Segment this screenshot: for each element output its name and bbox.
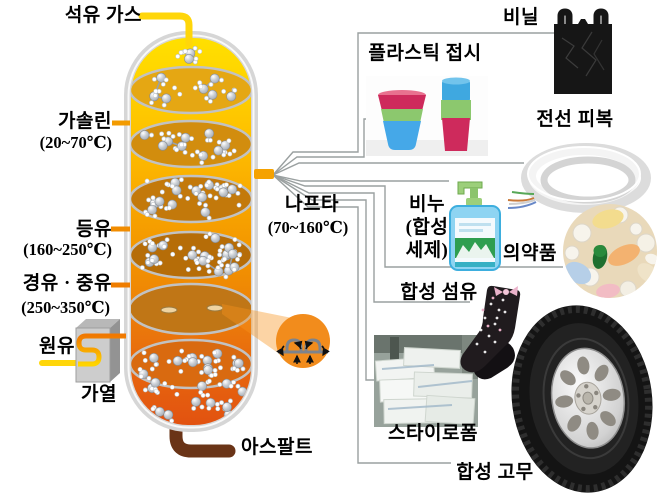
label-heating: 가열 bbox=[81, 384, 117, 405]
tray-bubble-cap bbox=[131, 282, 251, 336]
connector-wire-coating bbox=[272, 162, 524, 176]
label-naphtha: 나프타 bbox=[285, 194, 339, 215]
label-diesel-heavy: 경유 · 중유 bbox=[22, 273, 112, 294]
label-kerosene-temp: (160~250℃) bbox=[23, 240, 112, 259]
label-asphalt: 아스팔트 bbox=[241, 437, 313, 458]
label-petroleum-gas: 석유 가스 bbox=[64, 5, 142, 26]
label-soap-line3: 세제) bbox=[405, 240, 449, 261]
soap-bottle-image bbox=[449, 181, 501, 271]
vinyl-bag-image bbox=[554, 8, 612, 94]
synthetic-fiber-sock-image bbox=[460, 285, 521, 380]
connector-styrofoam bbox=[272, 174, 376, 381]
medicine-image bbox=[563, 204, 657, 298]
label-crude-oil: 원유 bbox=[39, 336, 75, 357]
label-wire-coating: 전선 피복 bbox=[536, 109, 614, 130]
connector-medicine bbox=[272, 174, 563, 268]
connector-soap bbox=[272, 174, 449, 182]
bubble-cap-inset bbox=[222, 304, 330, 368]
heater-box bbox=[75, 319, 126, 383]
heater-coil-pipe bbox=[76, 333, 126, 367]
synthetic-rubber-tire-image bbox=[511, 305, 653, 493]
connector-synthetic-rubber bbox=[272, 174, 451, 464]
label-soap-line2: (합성 bbox=[405, 217, 449, 238]
label-medicine: 의약품 bbox=[503, 243, 557, 264]
connector-vinyl bbox=[272, 32, 554, 176]
label-styrofoam: 스타이로폼 bbox=[388, 423, 478, 444]
label-vinyl: 비닐 bbox=[503, 7, 539, 28]
molecule-decorations bbox=[137, 45, 248, 424]
connector-plastic-dish bbox=[272, 118, 370, 176]
label-gasoline: 가솔린 bbox=[58, 111, 112, 132]
tray-hole-right bbox=[206, 304, 224, 312]
plastic-dish-image bbox=[366, 76, 488, 156]
connector-synthetic-fiber bbox=[272, 174, 470, 303]
tray-naphtha bbox=[131, 119, 251, 169]
tray-hole-left bbox=[160, 306, 178, 314]
label-soap-line1: 비누 bbox=[409, 194, 445, 215]
naphtha-outlet-stub bbox=[254, 169, 274, 179]
label-naphtha-temp: (70~160℃) bbox=[267, 218, 349, 237]
naphtha-connector-lines bbox=[272, 32, 563, 464]
label-synthetic-fiber: 합성 섬유 bbox=[400, 282, 478, 303]
label-diesel-heavy-temp: (250~350℃) bbox=[21, 298, 110, 317]
styrofoam-image bbox=[374, 335, 478, 427]
wire-coating-image bbox=[507, 143, 651, 213]
label-kerosene: 등유 bbox=[76, 219, 112, 240]
distillation-column bbox=[124, 31, 258, 432]
label-synthetic-rubber: 합성 고무 bbox=[456, 462, 534, 483]
label-plastic-dish: 플라스틱 접시 bbox=[368, 43, 482, 64]
label-gasoline-temp: (20~70℃) bbox=[39, 133, 112, 152]
petroleum-gas-pipe bbox=[138, 12, 193, 48]
asphalt-pipe bbox=[169, 407, 236, 458]
inset-circle bbox=[276, 314, 330, 368]
